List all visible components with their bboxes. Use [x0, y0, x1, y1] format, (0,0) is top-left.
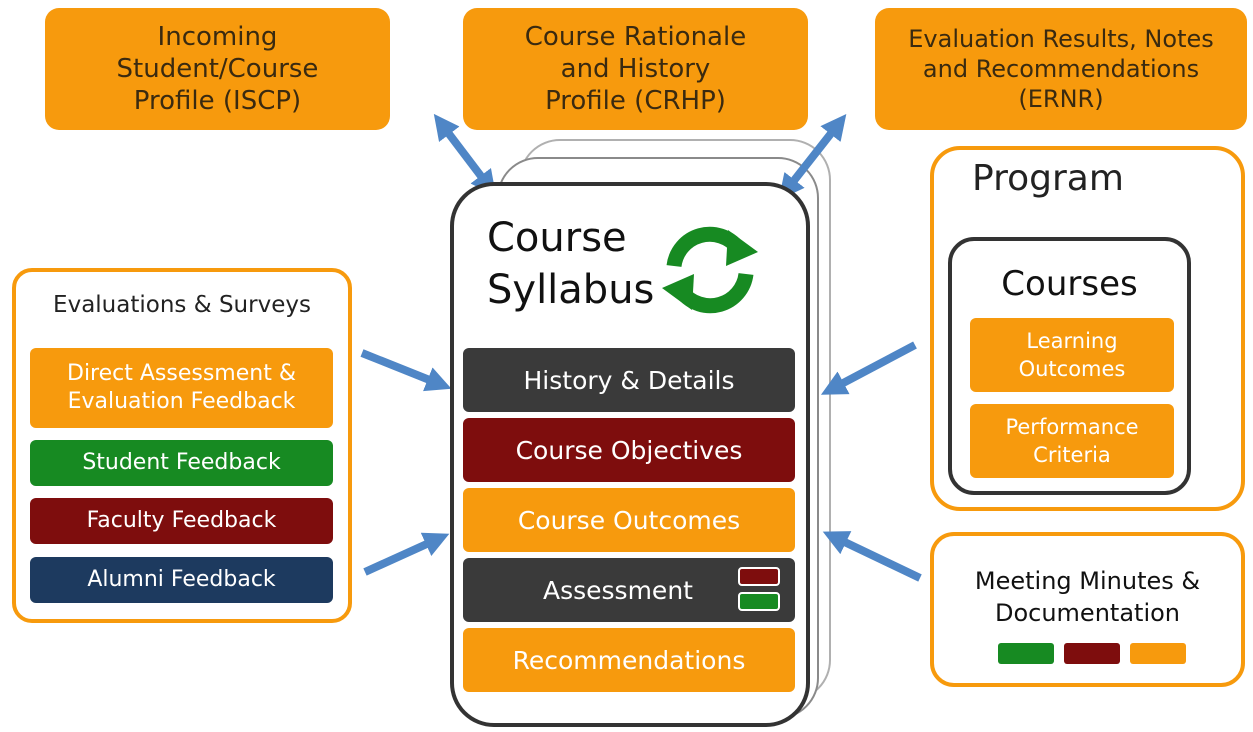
- arrow-evaluations-upper: [360, 349, 452, 392]
- direct-assessment-item: Direct Assessment & Evaluation Feedback: [30, 348, 333, 428]
- ernr-label: Evaluation Results, Notes and Recommenda…: [908, 25, 1214, 113]
- doc-red-marker: [1064, 643, 1120, 664]
- arrow-meeting: [822, 531, 922, 582]
- syllabus-title: Course Syllabus: [487, 215, 655, 313]
- arrow-evaluations-lower: [363, 532, 450, 576]
- faculty-feedback-item: Faculty Feedback: [30, 498, 333, 544]
- crhp-box: Course Rationale and History Profile (CR…: [463, 8, 808, 130]
- section-course-objectives: Course Objectives: [463, 418, 795, 482]
- arrow-ernr: [778, 113, 847, 201]
- student-feedback-item: Student Feedback: [30, 440, 333, 486]
- assessment-label: Assessment: [543, 575, 693, 605]
- ernr-box: Evaluation Results, Notes and Recommenda…: [875, 8, 1247, 130]
- assessment-green-marker: [738, 592, 780, 611]
- assessment-red-marker: [738, 567, 780, 586]
- section-history-details: History & Details: [463, 348, 795, 412]
- alumni-feedback-item: Alumni Feedback: [30, 557, 333, 603]
- evaluations-title: Evaluations & Surveys: [53, 292, 311, 318]
- iscp-box: Incoming Student/Course Profile (ISCP): [45, 8, 390, 130]
- performance-criteria-item: Performance Criteria: [970, 404, 1174, 478]
- arrow-iscp: [433, 113, 497, 197]
- iscp-label: Incoming Student/Course Profile (ISCP): [116, 22, 319, 116]
- section-recommendations: Recommendations: [463, 628, 795, 692]
- program-title: Program: [972, 158, 1124, 199]
- learning-outcomes-item: Learning Outcomes: [970, 318, 1174, 392]
- arrow-program: [820, 341, 917, 395]
- section-course-outcomes: Course Outcomes: [463, 488, 795, 552]
- meeting-title: Meeting Minutes & Documentation: [974, 567, 1201, 627]
- doc-orange-marker: [1130, 643, 1186, 664]
- courses-title: Courses: [1001, 264, 1138, 304]
- doc-green-marker: [998, 643, 1054, 664]
- crhp-label: Course Rationale and History Profile (CR…: [524, 22, 747, 116]
